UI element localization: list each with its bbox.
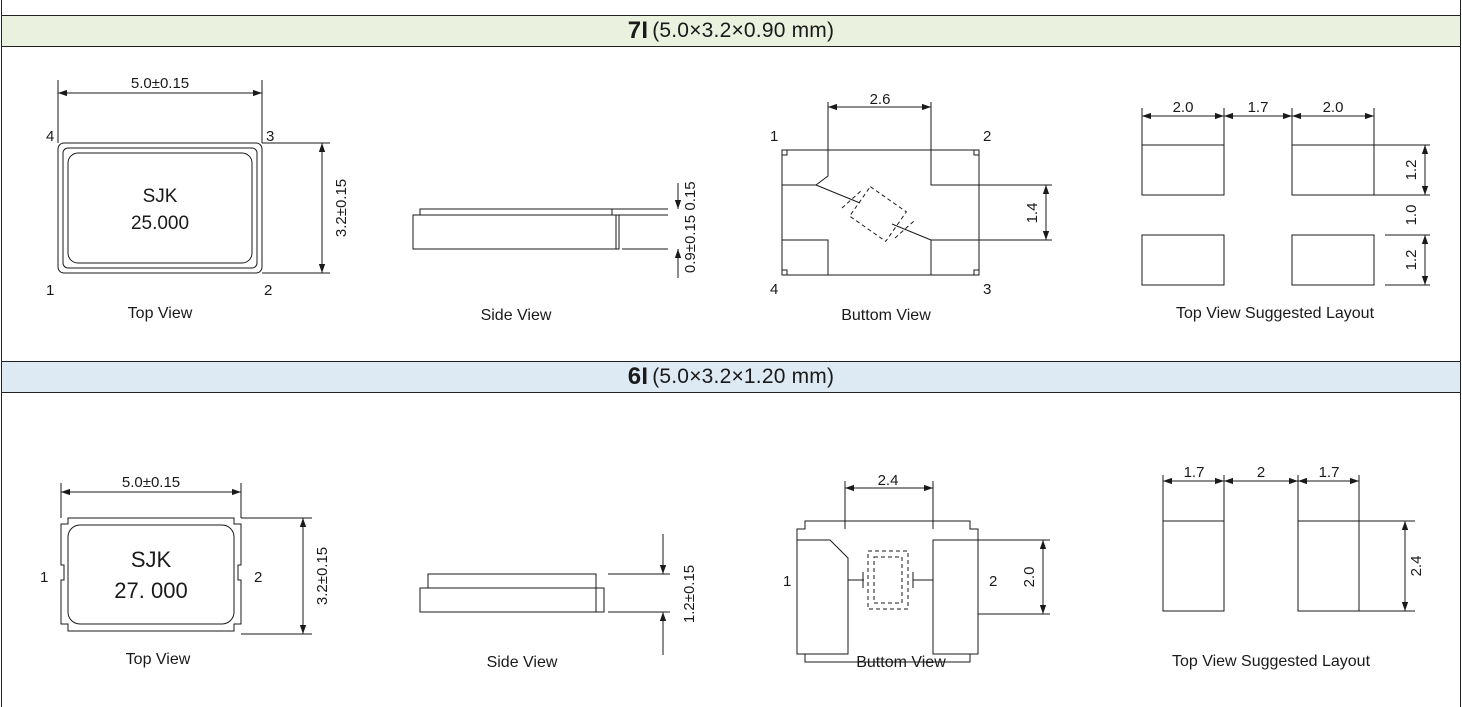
layout-dim: 1.2 bbox=[1403, 250, 1420, 271]
pin-label: 2 bbox=[983, 128, 991, 145]
package-outline bbox=[796, 520, 979, 663]
side-dim-upper: 0.15 bbox=[682, 181, 699, 210]
marking-line-1: SJK bbox=[131, 547, 172, 572]
top-height-dim: 3.2±0.15 bbox=[333, 179, 350, 237]
package-lid bbox=[67, 524, 235, 625]
top-height-dim: 3.2±0.15 bbox=[314, 547, 331, 605]
package-size: (5.0×3.2×0.90 mm) bbox=[652, 19, 835, 42]
bottom-width-dim: 2.6 bbox=[870, 91, 891, 108]
pad-2 bbox=[932, 539, 979, 655]
pad-1 bbox=[796, 539, 849, 655]
side-view-7i bbox=[412, 183, 682, 278]
side-dim-main: 1.2±0.15 bbox=[681, 565, 698, 623]
top-view-7i bbox=[57, 80, 330, 274]
bottom-height-dim: 1.4 bbox=[1024, 203, 1041, 224]
package-code: 6I bbox=[627, 363, 649, 390]
layout-6i bbox=[1162, 475, 1415, 612]
pin-label: 1 bbox=[46, 282, 54, 299]
layout-dim: 1.7 bbox=[1319, 464, 1340, 481]
layout-7i bbox=[1141, 108, 1430, 286]
layout-pad bbox=[1141, 234, 1225, 286]
layout-dim: 1.2 bbox=[1403, 160, 1420, 181]
top-view-6i bbox=[60, 483, 312, 635]
pad-4 bbox=[781, 239, 829, 276]
package-outline bbox=[60, 517, 242, 632]
layout-pad bbox=[1162, 520, 1225, 612]
view-label: Top View Suggested Layout bbox=[1172, 653, 1371, 670]
pin-label: 1 bbox=[783, 573, 791, 590]
side-body bbox=[412, 214, 620, 250]
side-body bbox=[419, 587, 605, 613]
bottom-height-dim: 2.0 bbox=[1021, 567, 1038, 588]
package-lid-inner bbox=[67, 152, 253, 264]
crystal-blank bbox=[867, 550, 909, 610]
view-label: Side View bbox=[487, 654, 558, 671]
section-header-7i: 7I (5.0×3.2×0.90 mm) bbox=[2, 15, 1460, 47]
marking-line-1: SJK bbox=[143, 186, 178, 207]
marking-line-2: 25.000 bbox=[131, 213, 189, 234]
pad-2 bbox=[930, 149, 980, 186]
layout-dim: 1.0 bbox=[1403, 205, 1420, 226]
pin-label: 2 bbox=[989, 573, 997, 590]
layout-pad bbox=[1297, 520, 1360, 612]
view-label: Buttom View bbox=[856, 654, 946, 671]
layout-dim: 1.7 bbox=[1248, 99, 1269, 116]
pin-label: 3 bbox=[983, 281, 991, 298]
view-label: Top View bbox=[126, 651, 191, 668]
pin-label: 2 bbox=[264, 282, 272, 299]
layout-dim: 2 bbox=[1257, 464, 1265, 481]
view-label: Side View bbox=[481, 307, 552, 324]
layout-pad bbox=[1291, 144, 1375, 196]
pin-label: 1 bbox=[40, 569, 48, 586]
bottom-view-7i bbox=[781, 102, 1052, 276]
pad-3 bbox=[930, 239, 980, 276]
marking-line-2: 27. 000 bbox=[114, 578, 187, 603]
package-code: 7I bbox=[627, 17, 649, 44]
section-header-6i: 6I (5.0×3.2×1.20 mm) bbox=[2, 361, 1460, 393]
pin-label: 4 bbox=[770, 281, 778, 298]
view-label: Buttom View bbox=[841, 307, 931, 324]
top-width-dim: 5.0±0.15 bbox=[122, 474, 180, 491]
layout-pad bbox=[1291, 234, 1375, 286]
view-label: Top View Suggested Layout bbox=[1176, 305, 1375, 322]
pin-label: 2 bbox=[254, 569, 262, 586]
layout-pad bbox=[1141, 144, 1225, 196]
crystal-lead bbox=[815, 184, 861, 204]
package-lid-outer bbox=[62, 147, 258, 269]
layout-dim: 2.4 bbox=[1408, 556, 1425, 577]
pin-label: 1 bbox=[770, 128, 778, 145]
pin-label: 4 bbox=[46, 128, 54, 145]
side-lid bbox=[419, 208, 613, 216]
package-outline bbox=[57, 142, 263, 274]
layout-dim: 1.7 bbox=[1184, 464, 1205, 481]
layout-dim: 2.0 bbox=[1323, 99, 1344, 116]
side-view-6i bbox=[419, 534, 670, 655]
pad-1 bbox=[781, 149, 829, 186]
bottom-view-6i bbox=[796, 481, 1050, 663]
crystal-blank bbox=[841, 185, 915, 243]
package-size: (5.0×3.2×1.20 mm) bbox=[652, 365, 835, 388]
view-label: Top View bbox=[128, 305, 193, 322]
pin-label: 3 bbox=[266, 128, 274, 145]
bottom-width-dim: 2.4 bbox=[878, 472, 899, 489]
side-dim-main: 0.9±0.15 bbox=[682, 215, 699, 273]
side-lid bbox=[427, 573, 597, 589]
layout-dim: 2.0 bbox=[1173, 99, 1194, 116]
top-width-dim: 5.0±0.15 bbox=[131, 75, 189, 92]
package-outline bbox=[781, 149, 980, 276]
crystal-lead bbox=[891, 223, 932, 241]
